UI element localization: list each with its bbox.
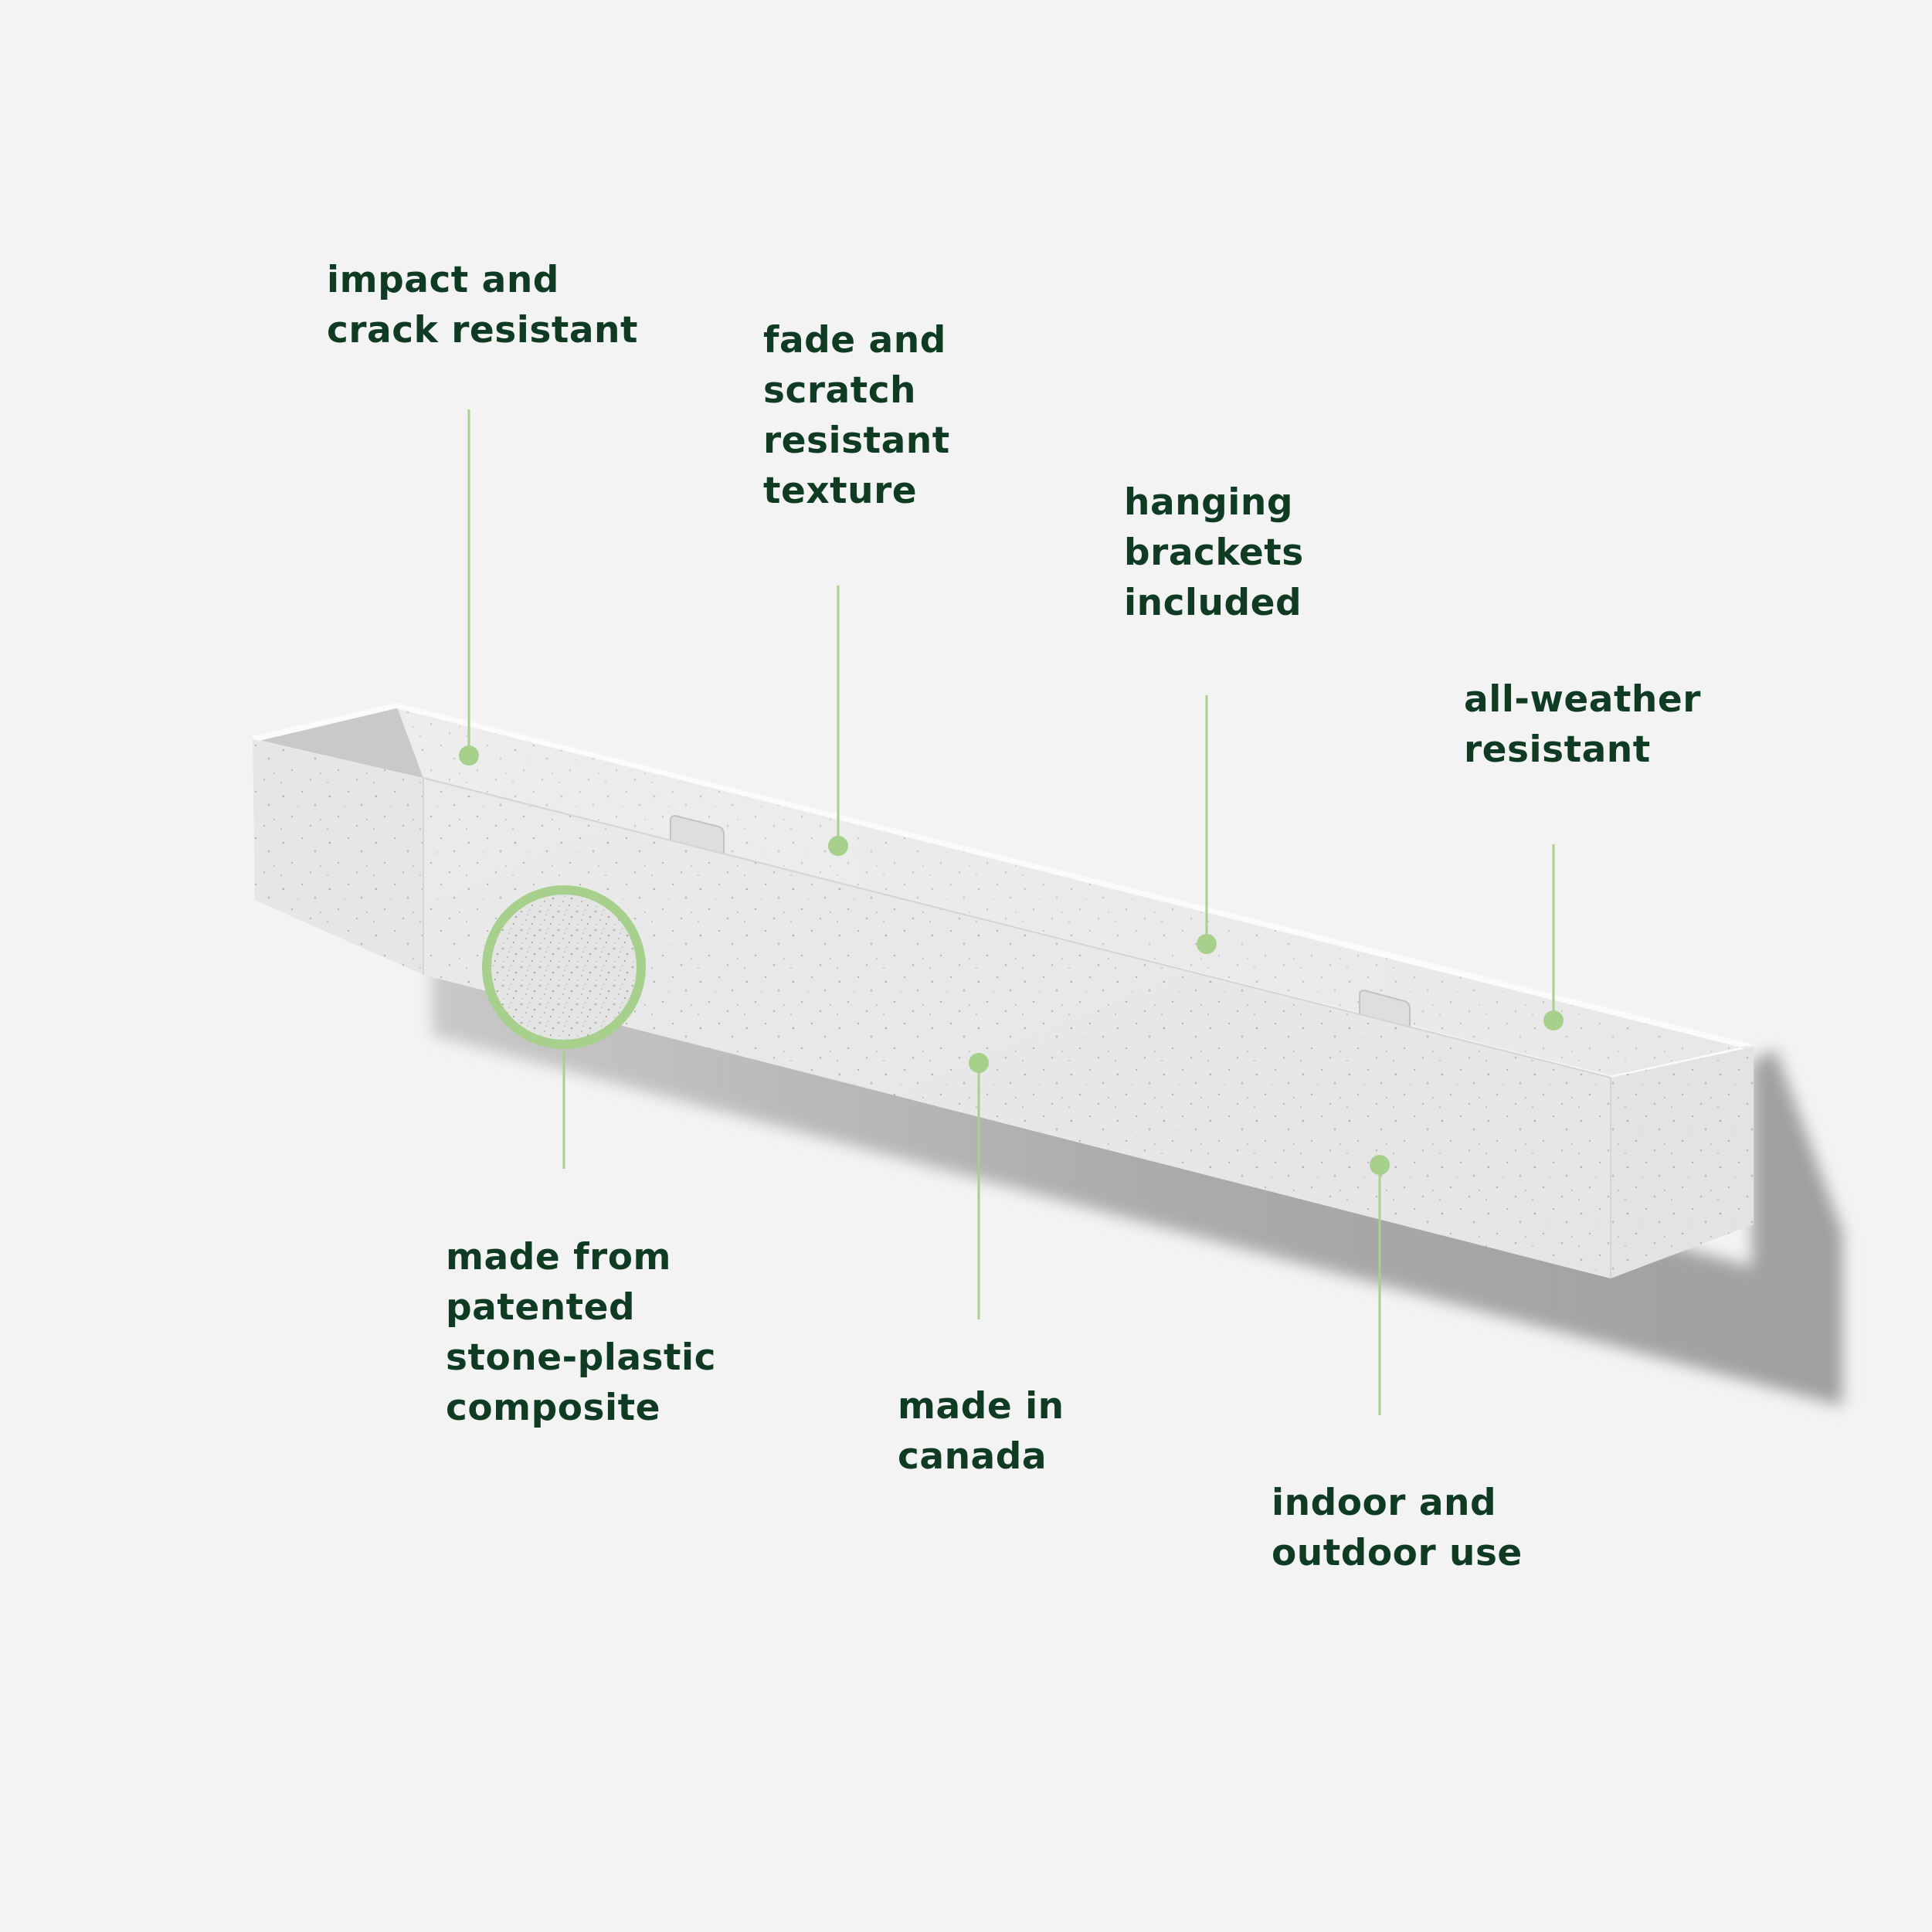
callout-fade-scratch-resistant: fade and scratch resistant texture [763, 315, 950, 516]
callout-dot-weather [1543, 1010, 1564, 1031]
callout-all-weather: all-weather resistant [1464, 674, 1701, 775]
callout-line: indoor and [1272, 1482, 1497, 1524]
callout-line: made from [446, 1236, 671, 1278]
callout-line: all-weather [1464, 678, 1701, 721]
material-swatch-icon [482, 885, 646, 1049]
callout-line: crack resistant [327, 309, 638, 351]
callout-made-in-canada: made in canada [898, 1381, 1064, 1482]
callout-line: resistant [1464, 728, 1651, 771]
callout-line: canada [898, 1435, 1047, 1478]
callout-dot-hanging [1197, 934, 1217, 954]
callout-dot-impact [459, 745, 479, 766]
callout-line: resistant [763, 419, 950, 462]
planter-inner-end-wall [255, 705, 423, 778]
callout-line: made in [898, 1385, 1064, 1428]
callout-line: stone-plastic [446, 1336, 716, 1379]
callout-dot-fade [828, 836, 848, 856]
callout-line: included [1124, 582, 1302, 624]
callout-line: outdoor use [1272, 1532, 1523, 1574]
callout-line: composite [446, 1387, 660, 1429]
callout-line: brackets [1124, 531, 1304, 574]
callout-line: scratch [763, 369, 917, 412]
callout-hanging-brackets: hanging brackets included [1124, 477, 1304, 628]
callout-line: hanging [1124, 481, 1293, 524]
callout-line: impact and [327, 259, 559, 301]
callout-stone-plastic-composite: made from patented stone-plastic composi… [446, 1232, 716, 1433]
callout-line: texture [763, 470, 918, 512]
callout-line: patented [446, 1286, 636, 1329]
callout-line: fade and [763, 319, 946, 362]
callout-impact-crack-resistant: impact and crack resistant [327, 255, 638, 355]
hanging-bracket-notch-left [670, 814, 725, 857]
callout-indoor-outdoor-use: indoor and outdoor use [1272, 1478, 1523, 1578]
callout-dot-indoor [1370, 1155, 1390, 1175]
callout-leader-lines [467, 409, 1555, 1415]
callout-dot-canada [969, 1053, 989, 1073]
